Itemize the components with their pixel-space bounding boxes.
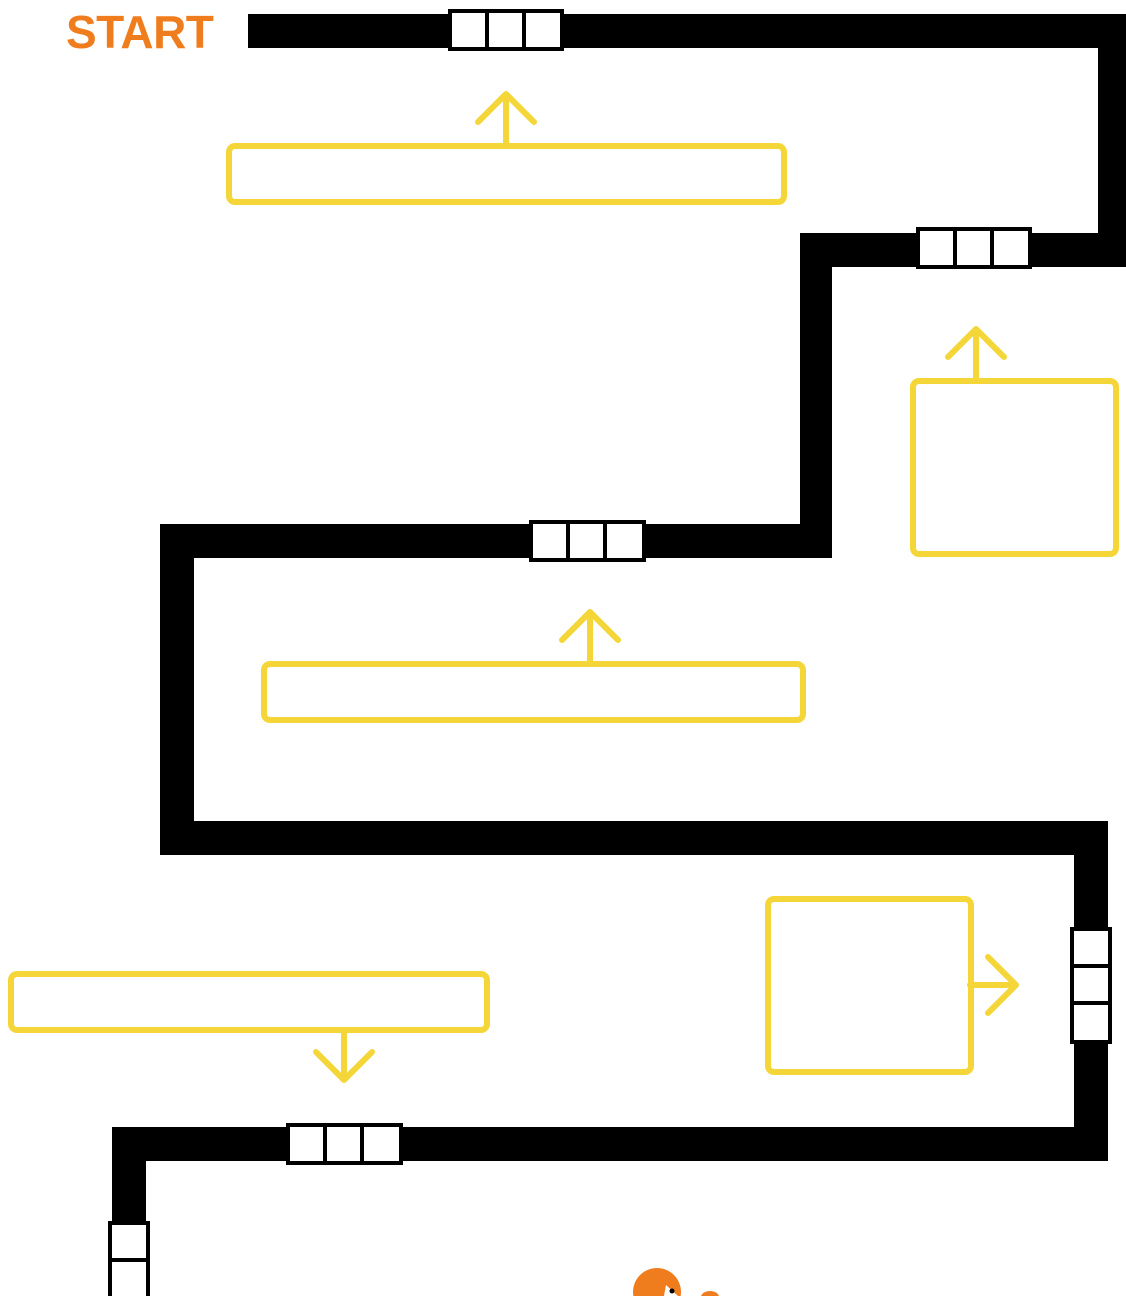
letter-slot[interactable] xyxy=(957,231,990,265)
path-segment xyxy=(800,233,832,558)
arrow-right-icon xyxy=(967,954,1019,1016)
letter-slots-2 xyxy=(916,227,1032,269)
letter-slot[interactable] xyxy=(607,524,642,558)
letter-slot[interactable] xyxy=(994,231,1028,265)
letter-slot[interactable] xyxy=(364,1127,399,1161)
letter-slot[interactable] xyxy=(1074,931,1108,964)
letter-slots-3 xyxy=(529,520,646,562)
answer-box-5[interactable] xyxy=(8,971,490,1033)
answer-box-2[interactable] xyxy=(910,378,1119,557)
start-label: START xyxy=(66,6,214,58)
winding-path xyxy=(112,14,1126,1296)
arrow-up-icon xyxy=(475,91,537,147)
letter-slot[interactable] xyxy=(526,13,560,47)
arrow-up-icon xyxy=(559,609,621,666)
path-segment xyxy=(160,524,832,558)
letter-slot[interactable] xyxy=(570,524,603,558)
letter-slot[interactable] xyxy=(489,13,522,47)
letter-slots-6 xyxy=(108,1221,150,1296)
arrow-up-icon xyxy=(945,326,1007,384)
letter-slot[interactable] xyxy=(1074,968,1108,1001)
letter-slots-1 xyxy=(448,9,564,51)
letter-slot[interactable] xyxy=(920,231,953,265)
letter-slot[interactable] xyxy=(112,1262,146,1296)
letter-slot[interactable] xyxy=(533,524,566,558)
letter-slot[interactable] xyxy=(112,1225,146,1258)
path-segment xyxy=(1098,14,1126,267)
mascot-icon xyxy=(633,1268,719,1296)
letter-slots-5 xyxy=(286,1123,403,1165)
path-segment xyxy=(112,1127,1108,1161)
letter-slot[interactable] xyxy=(452,13,485,47)
letter-slot[interactable] xyxy=(290,1127,323,1161)
path-segment xyxy=(160,524,194,855)
path-segment xyxy=(248,14,1126,48)
arrow-down-icon xyxy=(313,1027,375,1083)
letter-slot[interactable] xyxy=(327,1127,360,1161)
answer-box-4[interactable] xyxy=(765,896,974,1075)
letter-slot[interactable] xyxy=(1074,1005,1108,1040)
answer-box-3[interactable] xyxy=(261,661,806,723)
answer-box-1[interactable] xyxy=(226,143,787,205)
path-segment xyxy=(160,821,1108,855)
letter-slots-4 xyxy=(1070,927,1112,1044)
